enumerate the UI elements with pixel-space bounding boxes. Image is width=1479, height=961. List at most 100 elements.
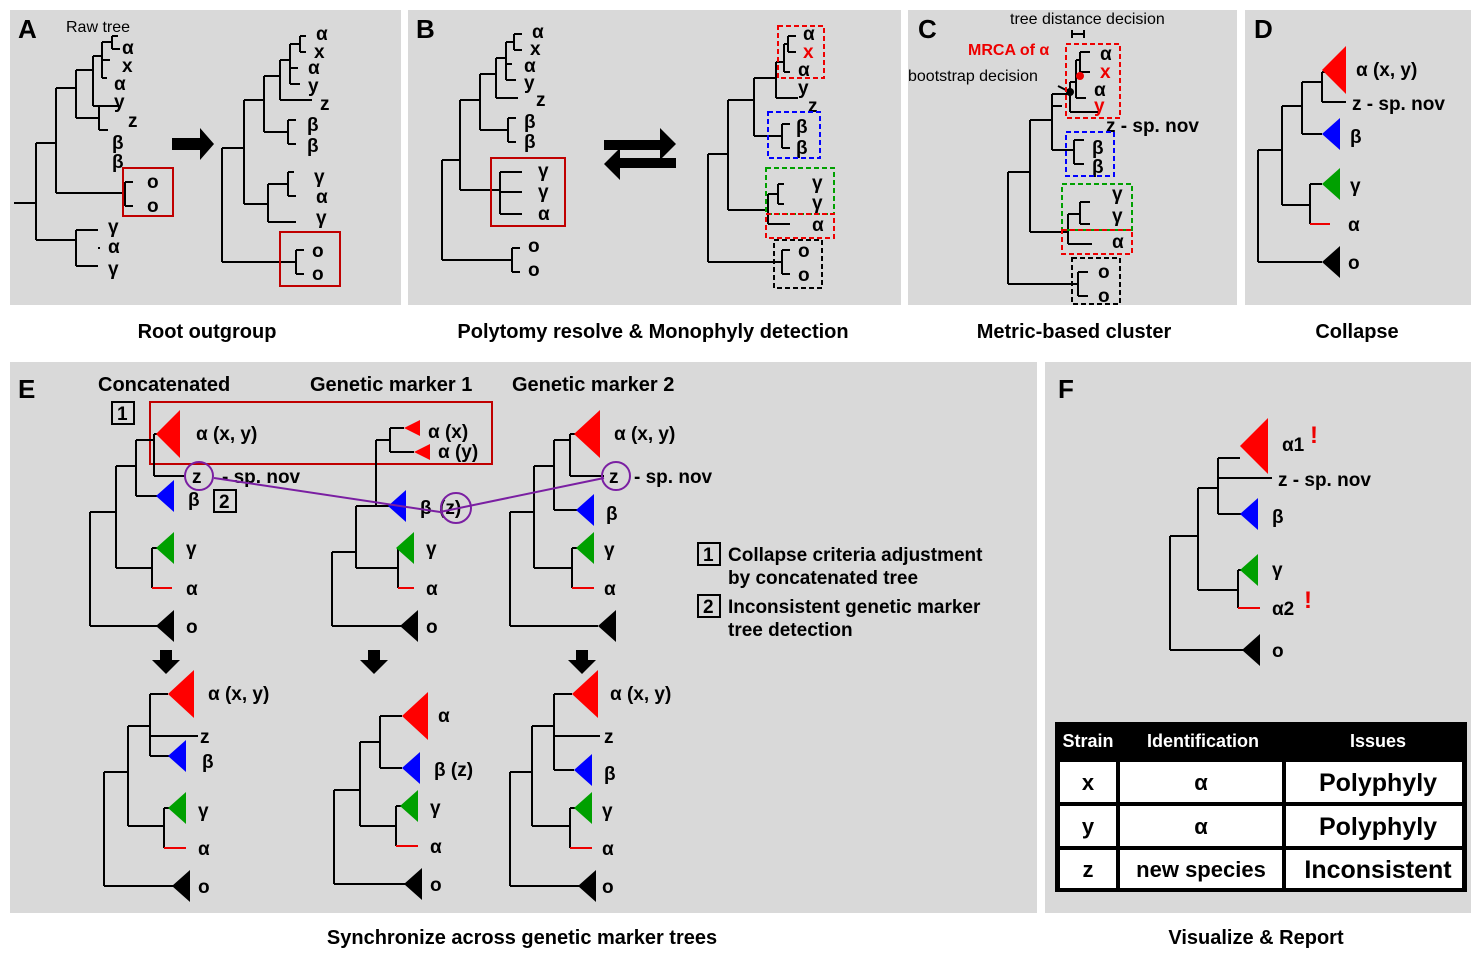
beta-clade-triangle [402,752,420,784]
tip: α [114,74,126,95]
z-circle [601,461,631,491]
tip: β [307,136,319,157]
warning-flag: ! [1310,422,1318,449]
tip: z - sp. nov [1352,94,1445,115]
tip: z - sp. nov [1106,116,1199,137]
tip: α (y) [438,442,478,463]
panel-a-caption: Root outgroup [138,321,277,343]
tip: α [1094,80,1106,101]
outgroup-clade-triangle [598,610,616,642]
tip: o [798,265,810,286]
tip: α [803,24,815,45]
gamma-clade-triangle [400,790,418,822]
gamma-clade-triangle [168,792,186,824]
legend-number: 1 [703,545,714,566]
tip: α [1100,44,1112,65]
tip: γ [186,539,197,560]
tip: β [420,498,432,519]
table-cell [1120,762,1282,802]
tip: o [798,241,810,262]
tip: z [200,727,210,748]
marker-1-result-tree: α β (z) γ α o [333,692,473,900]
beta-clade-triangle [574,754,592,786]
panel-a-letter: A [18,14,37,44]
table-cell-text: z [1083,857,1094,882]
tip: γ [108,259,119,280]
tip: γ [602,801,613,822]
alpha-clade-triangle [168,670,194,718]
monophyly-box-red [777,25,825,79]
panel-d-letter: D [1254,14,1273,44]
alpha-y-triangle [414,444,430,460]
tip: x [1100,62,1111,83]
alpha-clade-triangle [156,410,180,458]
gamma-clade-triangle [1322,168,1340,200]
tip: o [1272,641,1284,662]
table-header: Strain [1062,731,1113,751]
tip: α [524,56,536,77]
tip: β [1350,127,1362,148]
legend-number-box [697,594,721,618]
cluster-box-blue [1065,131,1115,177]
beta-clade-triangle [156,480,174,512]
tip: y [798,78,809,99]
tip: o [186,617,198,638]
legend-line: tree detection [728,620,853,641]
tip: α (x) [428,422,468,443]
tip: z [808,96,818,117]
bootstrap-label: bootstrap decision [908,68,1038,85]
tip: α (x, y) [614,424,675,445]
tip: z [128,111,138,132]
tip: z [536,90,546,111]
distance-bar [1071,30,1085,38]
marker-2-tree: α (x, y) z - sp. nov β γ α o [509,410,713,642]
tip: x [314,42,325,63]
column-marker-2: Genetic marker 2 [512,374,674,396]
tip: x [122,56,133,77]
outgroup-box [279,231,341,287]
outgroup-clade-triangle [1322,246,1340,278]
table-cell-text: α [1194,770,1208,795]
table-cell [1286,850,1462,888]
outgroup-clade-triangle [156,610,174,642]
beta-clade-triangle [576,494,594,526]
collapse-adjust-box [149,401,493,465]
tip: γ [538,182,549,203]
tip: β [307,115,319,136]
concatenated-result-tree: α (x, y) z β γ α o [103,670,269,902]
polytomy-box [490,157,566,227]
tip: z [604,727,614,748]
tip: α [1348,215,1360,236]
tip: x [530,39,541,60]
table-cell [1060,850,1116,888]
tip: γ [108,217,119,238]
panel-c-caption: Metric-based cluster [977,321,1172,343]
tip: α [602,839,614,860]
alpha-clade-triangle [574,410,600,458]
tip: γ [430,798,441,819]
tip: β [112,133,124,154]
tip: β [606,504,618,525]
panel-f-caption: Visualize & Report [1168,927,1344,949]
panel-d-caption: Collapse [1315,321,1398,343]
tip: α2 [1272,599,1294,620]
tip: γ [1350,176,1361,197]
raw-tree-label: Raw tree [66,19,130,36]
tip: γ [198,801,209,822]
tip: α [316,24,328,45]
alpha-x-triangle [404,420,420,436]
tip: γ [316,208,327,229]
table-header: Issues [1350,731,1406,751]
panel-f-letter: F [1058,374,1074,404]
tip: β [202,752,214,773]
panel-d-tree: α (x, y) z - sp. nov β γ α o [1257,46,1445,278]
panel-a-bg [10,10,401,305]
tip: α (x, y) [208,684,269,705]
tip: o [528,260,540,281]
monophyly-box-black [773,239,823,289]
tip: z [192,467,202,488]
tip: o [147,196,159,217]
tip: α [538,204,550,225]
gamma-clade-triangle [1240,554,1258,586]
